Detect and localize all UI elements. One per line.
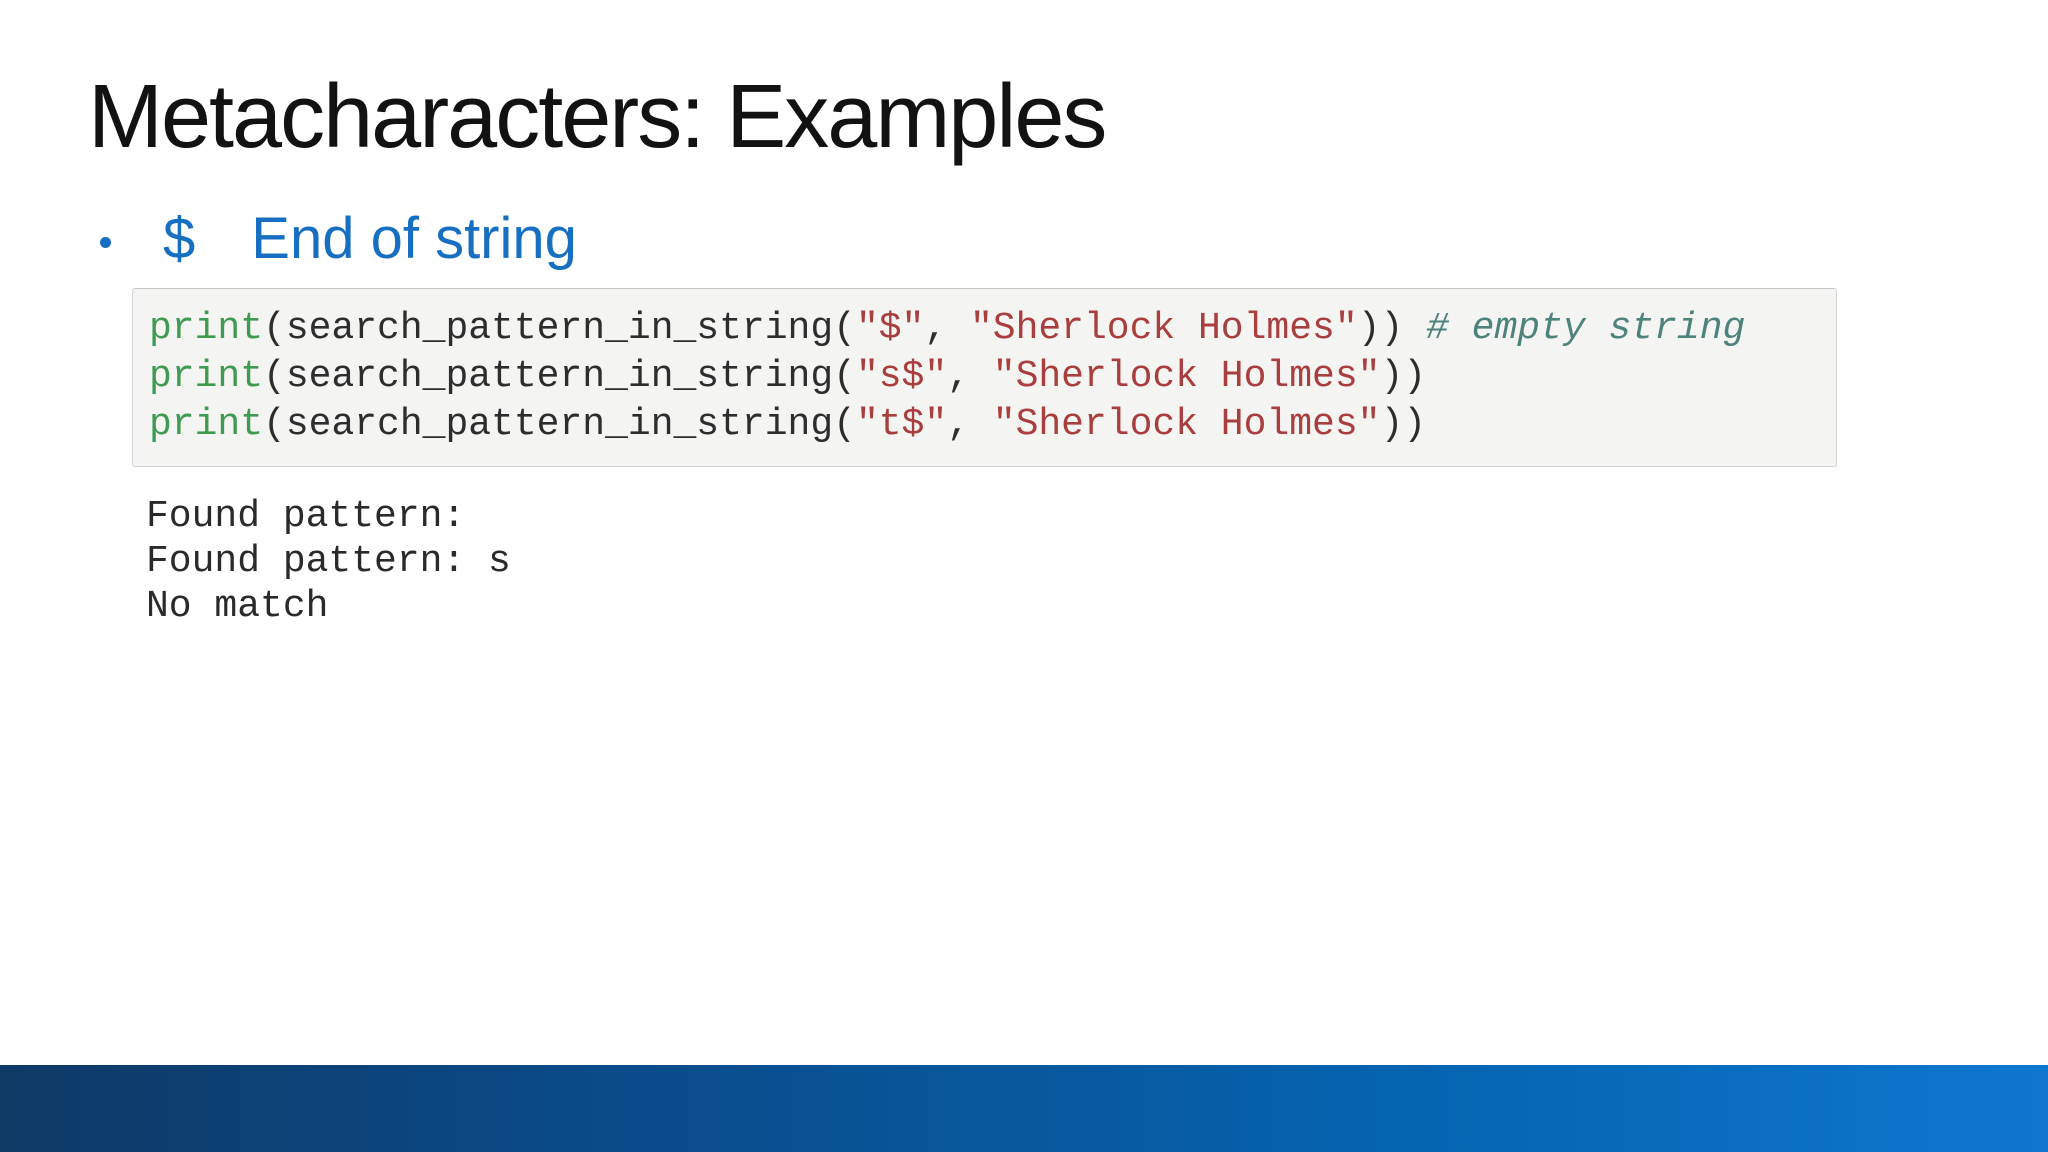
code-cell: print(search_pattern_in_string("$", "She…	[132, 288, 1837, 467]
code-token-string: "Sherlock Holmes"	[992, 355, 1381, 398]
code-token-plain: ,	[924, 307, 970, 350]
code-token-keyword: print	[149, 403, 264, 446]
code-token-string: "s$"	[855, 355, 948, 398]
output-line: Found pattern: s	[146, 540, 511, 583]
code-token-keyword: print	[149, 355, 264, 398]
bullet-description: End of string	[251, 206, 577, 271]
bullet-icon	[100, 236, 111, 248]
footer-bar: intel ® Software	[0, 1065, 2048, 1152]
code-line: print(search_pattern_in_string("t$", "Sh…	[149, 401, 1836, 449]
code-token-string: "$"	[855, 307, 925, 350]
code-token-plain: (search_pattern_in_string(	[263, 307, 856, 350]
code-token-string: "Sherlock Holmes"	[992, 403, 1381, 446]
code-token-plain: ))	[1357, 307, 1427, 350]
code-token-string: "t$"	[855, 403, 948, 446]
code-token-plain: ,	[947, 355, 993, 398]
code-token-plain: (search_pattern_in_string(	[263, 355, 856, 398]
output-line: Found pattern:	[146, 495, 466, 538]
output-line: No match	[146, 585, 329, 628]
code-token-string: "Sherlock Holmes"	[969, 307, 1358, 350]
bullet-item: $ End of string	[96, 210, 577, 268]
code-token-comment: # empty string	[1426, 307, 1746, 350]
code-token-plain: ))	[1380, 403, 1427, 446]
code-token-plain: (search_pattern_in_string(	[263, 403, 856, 446]
code-line: print(search_pattern_in_string("s$", "Sh…	[149, 353, 1836, 401]
code-token-plain: ))	[1380, 355, 1427, 398]
code-line: print(search_pattern_in_string("$", "She…	[149, 305, 1836, 353]
page-title: Metacharacters: Examples	[88, 67, 1107, 167]
code-token-plain: ,	[947, 403, 993, 446]
bullet-metacharacter: $	[163, 206, 196, 271]
code-token-keyword: print	[149, 307, 264, 350]
